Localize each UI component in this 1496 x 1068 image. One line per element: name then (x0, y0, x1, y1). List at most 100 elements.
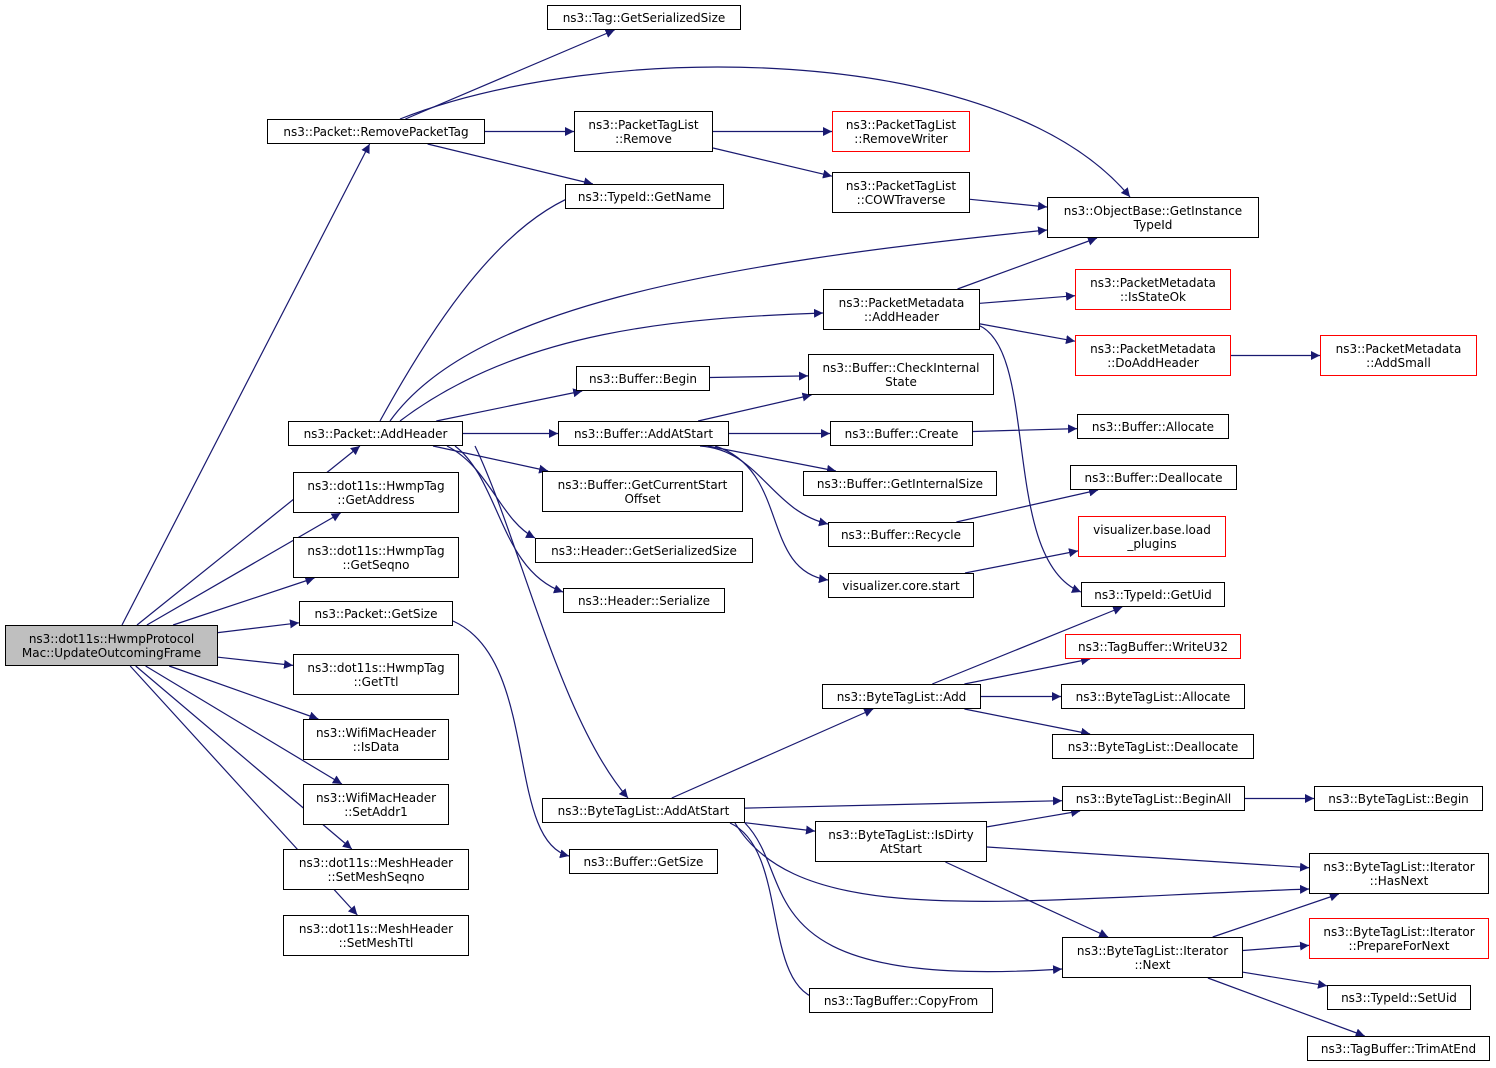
function-node-buf-deallocate[interactable]: ns3::Buffer::Deallocate (1070, 465, 1237, 490)
function-node-hdr-serialize[interactable]: ns3::Header::Serialize (563, 588, 725, 613)
function-node-label: ns3::Buffer::CheckInternal (822, 360, 980, 375)
function-node-buf-get-size[interactable]: ns3::Buffer::GetSize (569, 849, 718, 874)
function-node-pm-add-small[interactable]: ns3::PacketMetadata::AddSmall (1320, 335, 1477, 376)
function-node-label: TypeId (1133, 217, 1173, 232)
function-node-label: ns3::Packet::RemovePacketTag (283, 124, 469, 139)
function-node-label: ns3::TypeId::GetUid (1094, 587, 1212, 602)
function-node-label: ::Next (1134, 957, 1171, 972)
call-edge-btlItNext-to-tagBufTrimAtEnd (1207, 977, 1365, 1038)
function-node-buf-add-at-start[interactable]: ns3::Buffer::AddAtStart (558, 421, 729, 446)
call-edge-pmAddHeader-to-pmIsStateOk (979, 291, 1076, 304)
function-node-wifi-set-addr1[interactable]: ns3::WifiMacHeader::SetAddr1 (303, 784, 449, 825)
function-node-btl-it-next[interactable]: ns3::ByteTagList::Iterator::Next (1062, 937, 1243, 978)
call-edge-removePacketTag-to-typeIdGetName (427, 143, 594, 187)
function-node-pm-add-header[interactable]: ns3::PacketMetadata::AddHeader (823, 289, 980, 330)
function-node-label: ::RemoveWriter (854, 131, 948, 146)
function-node-packet-get-size[interactable]: ns3::Packet::GetSize (299, 601, 453, 626)
call-edge-root-to-removePacketTag (121, 143, 371, 626)
function-node-type-id-get-uid[interactable]: ns3::TypeId::GetUid (1081, 582, 1225, 607)
function-node-tag-buf-write-u32[interactable]: ns3::TagBuffer::WriteU32 (1065, 634, 1241, 659)
function-node-label: ns3::dot11s::MeshHeader (298, 855, 454, 870)
function-node-label: ns3::dot11s::HwmpProtocol (28, 631, 195, 646)
function-node-mesh-set-ttl[interactable]: ns3::dot11s::MeshHeader::SetMeshTtl (283, 915, 469, 956)
function-node-mesh-set-seqno[interactable]: ns3::dot11s::MeshHeader::SetMeshSeqno (283, 849, 469, 890)
function-node-label: ::SetMeshTtl (338, 935, 414, 950)
function-node-tag-buf-copy-from[interactable]: ns3::TagBuffer::CopyFrom (809, 988, 993, 1013)
function-node-label: ns3::PacketMetadata (1335, 341, 1462, 356)
function-node-buf-create[interactable]: ns3::Buffer::Create (830, 421, 973, 446)
function-node-label: ::COWTraverse (856, 192, 946, 207)
function-node-label: ns3::TypeId::SetUid (1341, 990, 1457, 1005)
function-node-hwmp-get-ttl[interactable]: ns3::dot11s::HwmpTag::GetTtl (293, 654, 459, 695)
function-node-label: State (885, 374, 917, 389)
function-node-btl-add-at-start[interactable]: ns3::ByteTagList::AddAtStart (542, 798, 745, 823)
call-edge-bufAddAtStart-to-vizCoreStart (714, 445, 829, 584)
call-edge-addHeader-to-bufGetCurrentStartOffset (432, 445, 549, 474)
function-node-label: _plugins (1127, 536, 1177, 551)
function-node-label: ::DoAddHeader (1107, 355, 1199, 370)
function-node-label: ns3::Buffer::GetCurrentStart (557, 477, 728, 492)
function-node-label: ns3::PacketMetadata (1090, 341, 1216, 356)
call-edge-btlAddAtStart-to-btlAdd (671, 708, 874, 799)
function-node-label: ns3::TagBuffer::CopyFrom (823, 993, 979, 1008)
function-node-remove-packet-tag[interactable]: ns3::Packet::RemovePacketTag (267, 119, 485, 144)
function-node-tag-get-serialized-size[interactable]: ns3::Tag::GetSerializedSize (547, 5, 741, 30)
function-node-label: ::AddHeader (863, 309, 939, 324)
function-node-btl-allocate[interactable]: ns3::ByteTagList::Allocate (1061, 684, 1245, 709)
call-edge-btlAddAtStart-to-btlBeginAll (744, 796, 1063, 809)
function-node-label: ::SetMeshSeqno (327, 869, 425, 884)
call-edge-root-to-wifiIsData (168, 665, 319, 721)
function-node-buf-allocate[interactable]: ns3::Buffer::Allocate (1077, 414, 1229, 439)
function-node-label: ns3::Buffer::GetSize (583, 854, 704, 869)
function-node-hwmp-get-seqno[interactable]: ns3::dot11s::HwmpTag::GetSeqno (293, 537, 459, 578)
function-node-viz-load-plugins[interactable]: visualizer.base.load_plugins (1078, 516, 1226, 557)
function-node-btl-it-prepare-for-next[interactable]: ns3::ByteTagList::Iterator::PrepareForNe… (1309, 918, 1489, 959)
call-edge-pmAddHeader-to-pmDoAddHeader (979, 323, 1076, 345)
call-edge-addHeader-to-hdrSerialize (454, 445, 564, 594)
function-node-label: ns3::ObjectBase::GetInstance (1063, 203, 1243, 218)
function-node-type-id-get-name[interactable]: ns3::TypeId::GetName (565, 184, 724, 209)
call-edge-bufBegin-to-bufCheckInternal (709, 371, 809, 381)
function-node-ptl-remove-writer[interactable]: ns3::PacketTagList::RemoveWriter (832, 111, 970, 152)
function-node-buf-begin[interactable]: ns3::Buffer::Begin (576, 366, 710, 391)
function-node-label: ns3::Buffer::Deallocate (1084, 470, 1223, 485)
function-node-type-id-set-uid[interactable]: ns3::TypeId::SetUid (1327, 985, 1471, 1010)
call-edge-btlAdd-to-btlDeallocate (964, 708, 1091, 737)
function-node-label: ::Remove (615, 131, 672, 146)
function-node-add-header[interactable]: ns3::Packet::AddHeader (288, 421, 463, 446)
call-edge-btlAdd-to-tagBufWriteU32 (964, 656, 1091, 685)
call-edge-btlAddAtStart-to-btlIsDirtyAtStart (744, 822, 816, 835)
function-node-buf-get-internal-size[interactable]: ns3::Buffer::GetInternalSize (803, 471, 997, 496)
function-node-label: ns3::PacketTagList (588, 117, 699, 132)
function-node-label: AtStart (879, 841, 923, 856)
function-node-btl-it-has-next[interactable]: ns3::ByteTagList::Iterator::HasNext (1309, 853, 1489, 894)
function-node-btl-begin[interactable]: ns3::ByteTagList::Begin (1314, 786, 1483, 811)
function-node-btl-deallocate[interactable]: ns3::ByteTagList::Deallocate (1052, 734, 1254, 759)
function-node-buf-recycle[interactable]: ns3::Buffer::Recycle (828, 522, 974, 547)
function-node-wifi-is-data[interactable]: ns3::WifiMacHeader::IsData (303, 719, 449, 760)
function-node-hwmp-get-address[interactable]: ns3::dot11s::HwmpTag::GetAddress (293, 472, 459, 513)
function-node-btl-add[interactable]: ns3::ByteTagList::Add (822, 684, 981, 709)
function-node-pm-do-add-header[interactable]: ns3::PacketMetadata::DoAddHeader (1075, 335, 1231, 376)
function-node-btl-begin-all[interactable]: ns3::ByteTagList::BeginAll (1062, 786, 1245, 811)
call-edge-addHeader-to-objGetInstanceTypeId (389, 226, 1048, 422)
function-node-viz-core-start[interactable]: visualizer.core.start (828, 573, 974, 598)
function-node-ptl-cow-traverse[interactable]: ns3::PacketTagList::COWTraverse (832, 172, 970, 213)
function-node-label: ns3::Buffer::GetInternalSize (816, 476, 984, 491)
function-node-tag-buf-trim-at-end[interactable]: ns3::TagBuffer::TrimAtEnd (1307, 1036, 1490, 1061)
function-node-hdr-get-serialized-size[interactable]: ns3::Header::GetSerializedSize (535, 538, 753, 563)
call-edge-btlAddAtStart-to-btlItNext (744, 822, 1063, 975)
function-node-label: ::SetAddr1 (344, 804, 408, 819)
function-node-pm-is-state-ok[interactable]: ns3::PacketMetadata::IsStateOk (1075, 269, 1231, 310)
function-node-ptl-remove[interactable]: ns3::PacketTagList::Remove (574, 111, 713, 152)
call-edge-addHeader-to-btlAddAtStart (474, 445, 629, 799)
call-edge-ptlCowTraverse-to-objGetInstanceTypeId (969, 198, 1048, 211)
function-node-label: ns3::Header::Serialize (577, 593, 711, 608)
call-edge-btlAddAtStart-to-btlItHasNext (734, 822, 1310, 902)
call-edge-bufAddAtStart-to-bufRecycle (699, 445, 829, 527)
